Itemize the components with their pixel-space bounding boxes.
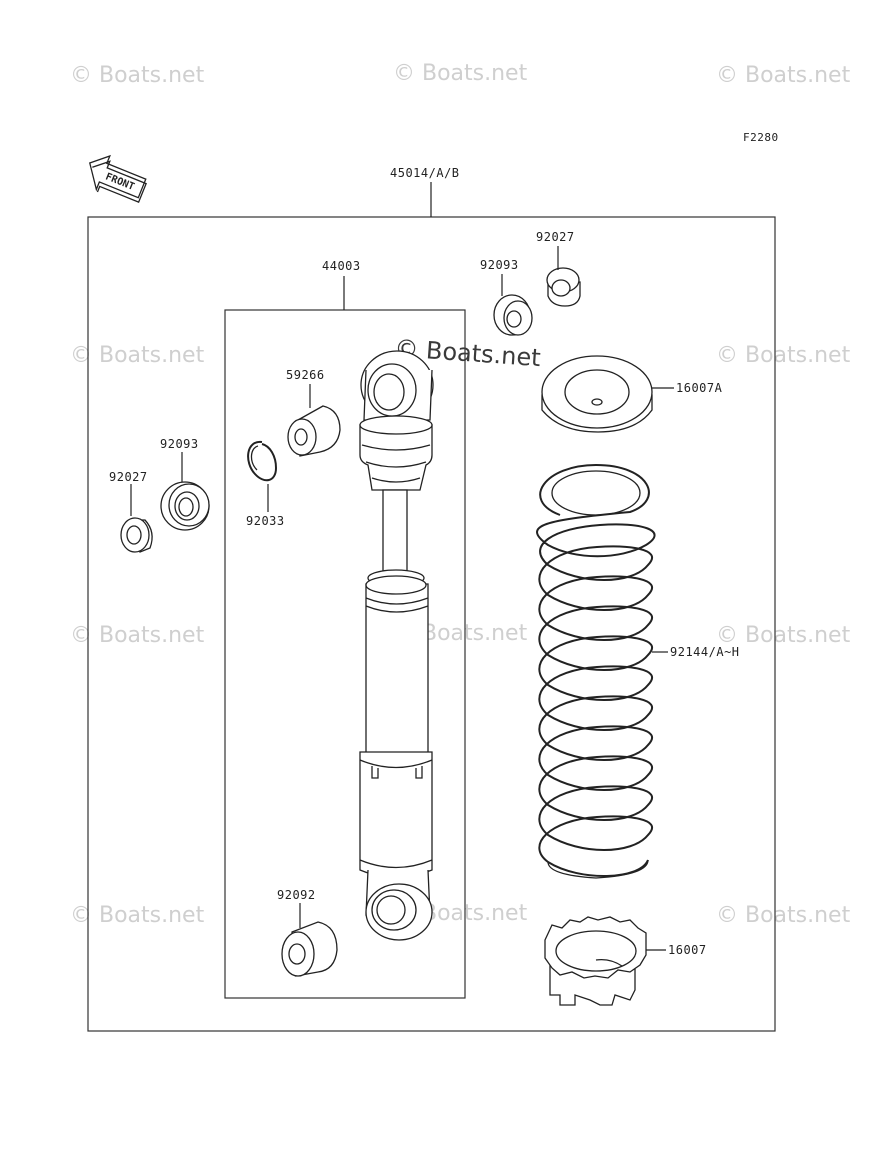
shock-absorber [359,350,434,941]
watermarks: © Boats.net © Boats.net © Boats.net © Bo… [70,61,851,928]
front-arrow-icon: FRONT [88,154,147,203]
label-shock-unit: 44003 [322,259,361,273]
shock-unit-outline [224,309,466,999]
label-washer-left: 92027 [109,470,148,484]
watermark: © Boats.net [70,63,205,88]
bushing-left [160,481,210,531]
label-collar-top: 59266 [286,368,325,382]
watermark: © Boats.net [716,343,851,368]
bushing-top-right [493,294,533,336]
coil-spring [536,463,656,879]
washer-top-right [546,267,581,307]
watermark: © Boats.net [716,63,851,88]
spring-adjuster [544,916,647,1006]
label-snap-ring: 92033 [246,514,285,528]
label-spring-seat-upper: 16007A [676,381,723,395]
watermark: © Boats.net [716,903,851,928]
watermark: © Boats.net [70,623,205,648]
spring-seat-upper [541,355,653,433]
watermark: © Boats.net [716,623,851,648]
washer-left [120,517,153,553]
watermark: © Boats.net [70,343,205,368]
label-washer-top-right: 92027 [536,230,575,244]
label-spring: 92144/A~H [670,645,740,659]
collar-top [287,405,341,457]
label-bushing-left: 92093 [160,437,199,451]
watermark: © Boats.net [70,903,205,928]
watermark: © Boats.net [393,61,528,86]
label-bushing-top-right: 92093 [480,258,519,272]
label-assembly: 45014/A/B [390,166,460,180]
figure-code: F2280 [743,131,779,144]
collar-bottom [281,921,338,977]
snap-ring [247,440,278,482]
label-adjuster: 16007 [668,943,707,957]
label-collar-bottom: 92092 [277,888,316,902]
